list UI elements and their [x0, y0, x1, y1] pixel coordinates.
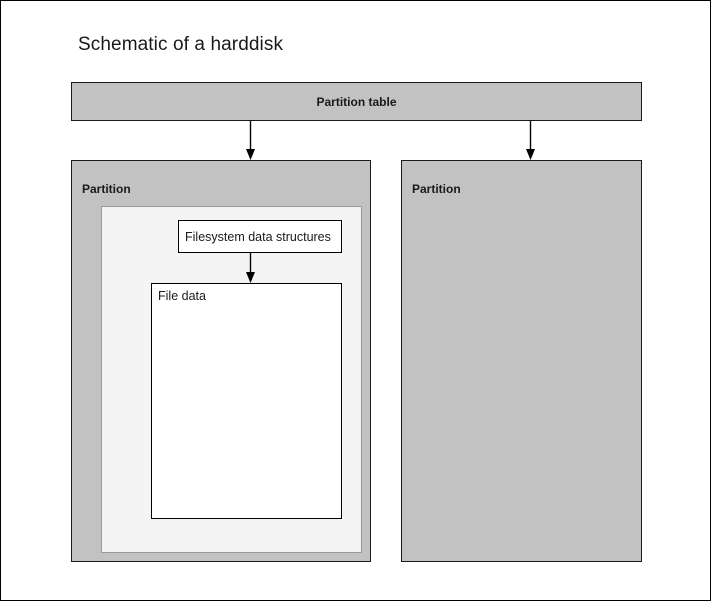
file-data-label: File data	[158, 289, 206, 303]
page-title: Schematic of a harddisk	[78, 34, 284, 55]
partition-label-2: Partition	[412, 182, 461, 196]
arrow-table-to-partition-2	[526, 121, 535, 160]
filesystem-data-structures-label: Filesystem data structures	[185, 229, 331, 244]
partition-box-2: Partition	[401, 160, 642, 562]
partition-table-label: Partition table	[316, 94, 397, 109]
arrow-table-to-partition-1	[246, 121, 255, 160]
arrow-fs-to-file-data	[246, 253, 255, 283]
filesystem-data-structures-box: Filesystem data structures	[178, 220, 342, 253]
partition-table-box: Partition table	[71, 82, 642, 121]
file-data-box: File data	[151, 283, 342, 519]
partition-label-1: Partition	[82, 182, 131, 196]
